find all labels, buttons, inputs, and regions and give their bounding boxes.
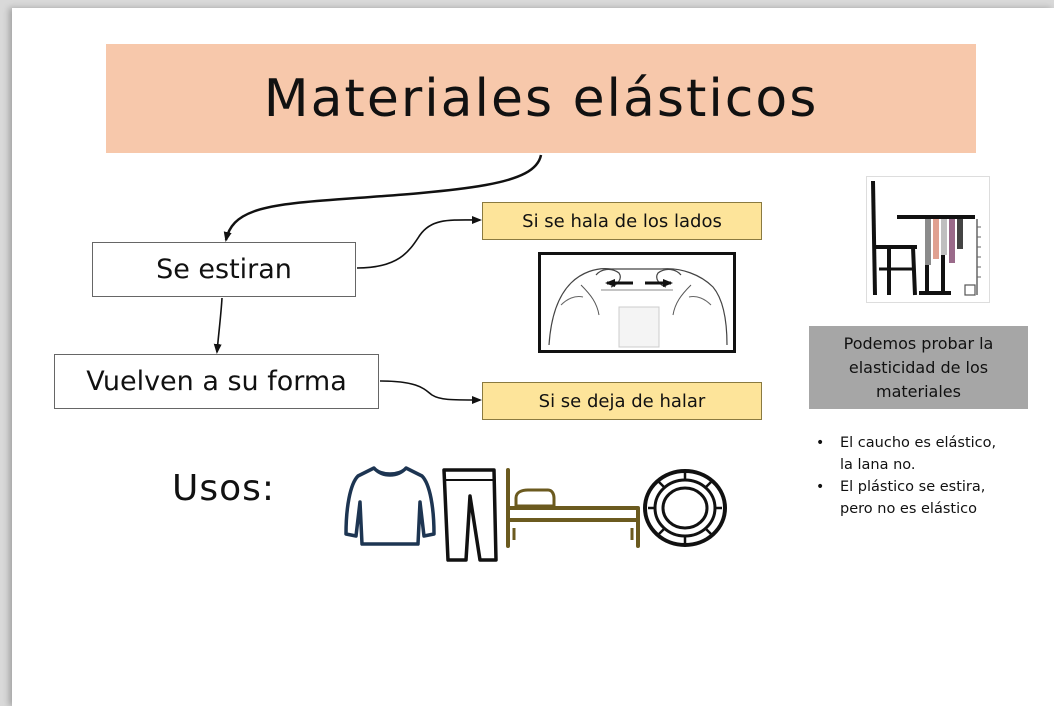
- list-item: El plástico se estira, pero no es elásti…: [814, 476, 1034, 520]
- bullet-1-line-2: la lana no.: [840, 457, 916, 473]
- stop-pulling-label: Si se deja de halar: [538, 390, 706, 412]
- arrow-stretch-to-pull: [356, 215, 482, 269]
- arrow-title-to-stretch: [223, 154, 543, 242]
- bullet-2-line-2: pero no es elástico: [840, 501, 977, 517]
- stop-pulling-note: Si se deja de halar: [482, 382, 762, 420]
- stretch-box: Se estiran: [92, 242, 356, 297]
- title-banner: Materiales elásticos: [106, 44, 976, 153]
- hands-stretching-image: [538, 252, 736, 353]
- page-title: Materiales elásticos: [263, 68, 819, 129]
- bed-icon: [504, 468, 644, 552]
- material-notes-list: El caucho es elástico, la lana no. El pl…: [814, 432, 1034, 520]
- caption-line-2: elasticidad de los: [848, 357, 989, 377]
- elasticity-test-caption: Podemos probar la elasticidad de los mat…: [809, 326, 1028, 409]
- tire-icon: [642, 468, 728, 552]
- caption-line-3: materiales: [876, 381, 961, 401]
- hands-stretching-icon: [548, 268, 728, 348]
- stretch-label: Se estiran: [156, 254, 292, 285]
- uses-label: Usos:: [172, 468, 276, 509]
- bullet-1-line-1: El caucho es elástico,: [840, 435, 997, 451]
- pull-sides-label: Si se hala de los lados: [522, 210, 722, 232]
- pull-sides-note: Si se hala de los lados: [482, 202, 762, 240]
- arrow-return-to-stop: [379, 380, 482, 404]
- return-box: Vuelven a su forma: [54, 354, 379, 409]
- caption-line-1: Podemos probar la: [843, 333, 994, 353]
- arrow-stretch-to-return: [213, 297, 223, 354]
- pants-icon: [438, 466, 500, 568]
- return-label: Vuelven a su forma: [86, 366, 347, 397]
- sweater-icon: [344, 464, 436, 552]
- list-item: El caucho es elástico, la lana no.: [814, 432, 1034, 476]
- chair-rack-icon: [871, 180, 981, 296]
- elasticity-test-image: [866, 176, 990, 303]
- bullet-2-line-1: El plástico se estira,: [840, 479, 986, 495]
